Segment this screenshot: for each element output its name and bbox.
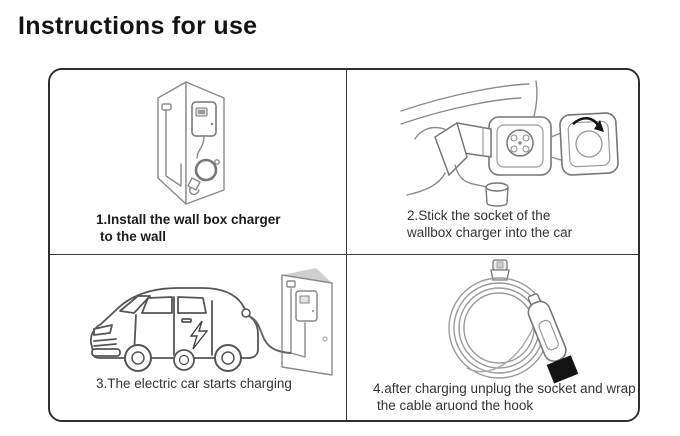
headlight: [93, 324, 113, 336]
instruction-panel-3: 3.The electric car starts charging: [50, 255, 347, 420]
caption-line: 3.The electric car starts charging: [96, 376, 292, 391]
charging-inlet-icon: [488, 116, 552, 176]
rotate-arrow-icon: [572, 117, 604, 132]
plug-into-car-port-illustration: [400, 80, 619, 207]
hook-icon: [490, 259, 510, 281]
flap-hinge: [550, 132, 562, 161]
instruction-panel-4: 4.after charging unplug the socket and w…: [347, 255, 638, 420]
caption-line: 4.after charging unplug the socket and w…: [373, 381, 636, 396]
wall-left-panel: [157, 81, 187, 205]
cable-end: [214, 159, 220, 165]
car-body-seam: [400, 83, 530, 112]
wallbox-on-wall-illustration: [157, 81, 225, 205]
charging-plug-icon: [406, 121, 492, 196]
dust-cap-icon: [485, 182, 509, 207]
conduit-line: [290, 288, 306, 358]
wall-hook-icon: [161, 103, 172, 111]
caption-line: 1.Install the wall box charger: [96, 212, 281, 227]
wall-fold-shade: [282, 268, 332, 283]
panel-2-caption: 2.Stick the socket of the wallbox charge…: [407, 207, 572, 241]
wallbox-charger-icon: [191, 101, 217, 137]
panel-3-caption: 3.The electric car starts charging: [96, 375, 292, 392]
page-title: Instructions for use: [18, 12, 258, 40]
plug-tip: [546, 355, 579, 384]
charge-port: [241, 308, 251, 318]
wall-panel: [281, 274, 333, 376]
wheel-icon: [173, 349, 195, 371]
connector-hook-line: [189, 187, 200, 195]
caption-line: wallbox charger into the car: [407, 225, 573, 240]
cable-on-hook-illustration: [448, 259, 579, 384]
instruction-panel-2: 2.Stick the socket of the wallbox charge…: [347, 70, 638, 255]
wall-hook-icon: [286, 280, 296, 288]
lightning-bolt-icon: [189, 320, 209, 350]
car-charging-illustration: [89, 268, 333, 376]
wallbox-charger-icon: [295, 290, 318, 322]
panel-4-caption: 4.after charging unplug the socket and w…: [373, 380, 636, 414]
charging-gun-icon: [527, 293, 579, 384]
conduit-line: [165, 109, 182, 187]
port-flap-icon: [559, 112, 619, 176]
instruction-sheet: 1.Install the wall box charger to the wa…: [48, 68, 640, 422]
wall-socket-dot: [322, 336, 328, 342]
caption-line: the cable aruond the hook: [377, 398, 534, 413]
wheel-icon: [214, 344, 242, 372]
car-body-seam: [400, 97, 522, 125]
cable-loop: [194, 158, 218, 182]
connector-icon: [187, 177, 201, 191]
cap-tether-line: [454, 164, 487, 188]
caption-line: 2.Stick the socket of the: [407, 208, 551, 223]
front-bumper: [91, 348, 121, 357]
grille-lines: [93, 338, 117, 347]
wheel-icon: [124, 344, 152, 372]
charging-cable-icon: [196, 135, 205, 159]
car-icon: [89, 287, 259, 372]
panel-1-caption: 1.Install the wall box charger to the wa…: [96, 211, 281, 245]
cable-lead-line: [466, 317, 538, 373]
caption-line: to the wall: [100, 229, 167, 244]
instruction-panel-1: 1.Install the wall box charger to the wa…: [50, 70, 347, 255]
charging-cable-icon: [248, 315, 292, 354]
